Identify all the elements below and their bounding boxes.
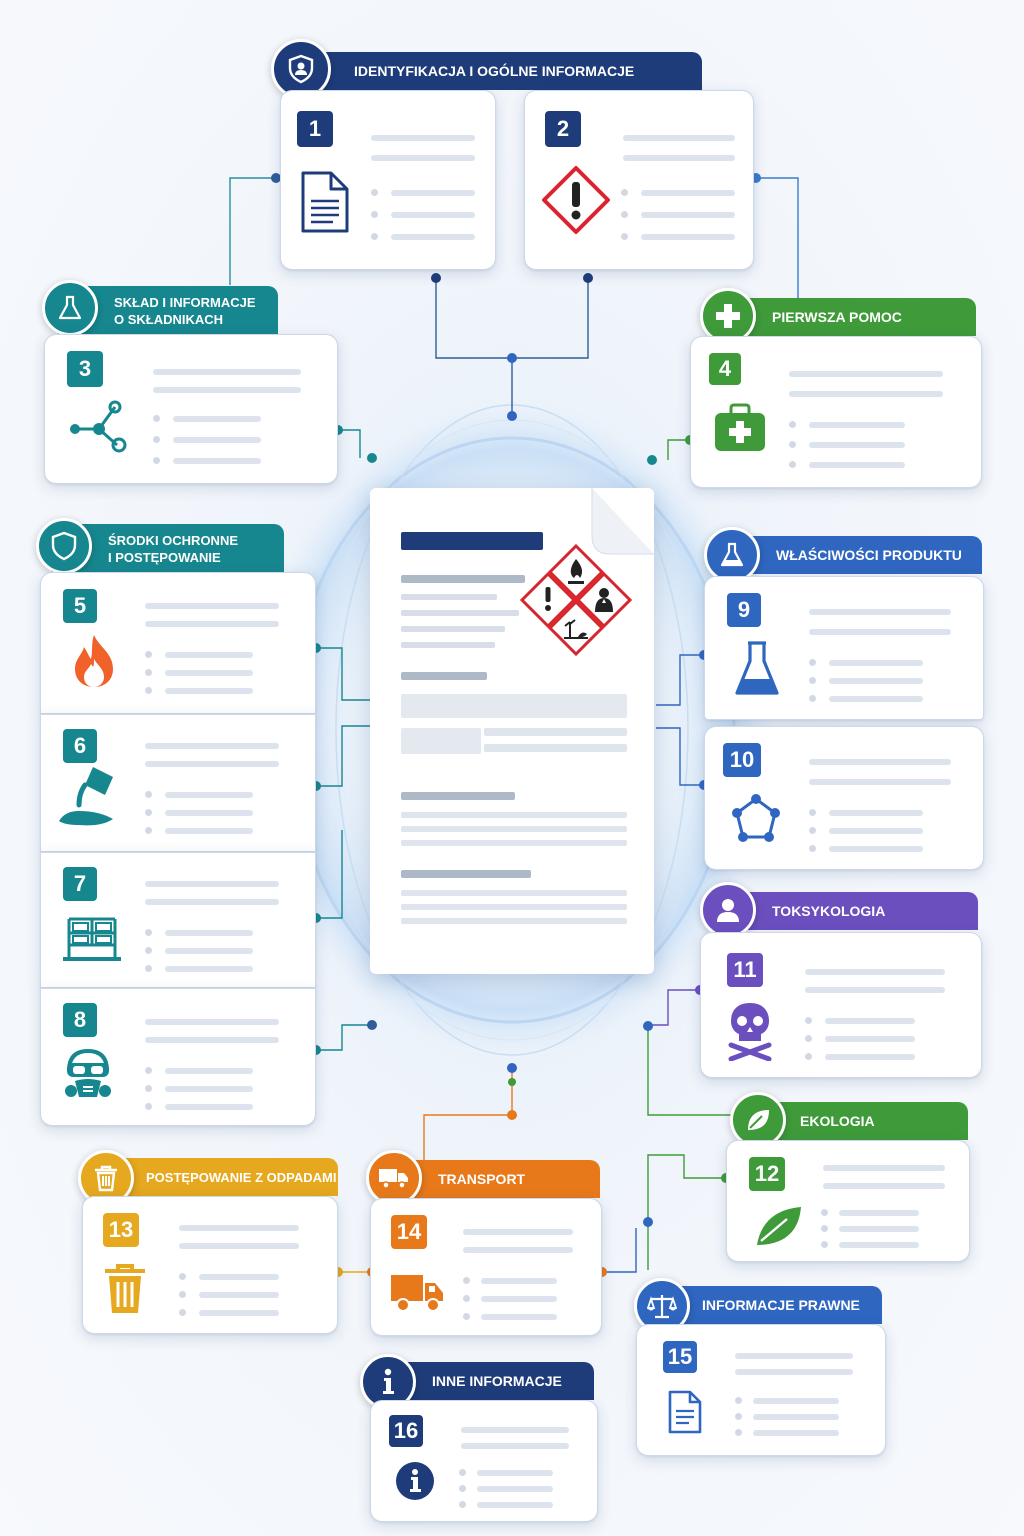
header-identification: IDENTYFIKACJA I OGÓLNE INFORMACJE bbox=[296, 52, 702, 90]
header-waste: POSTĘPOWANIE Z ODPADAMI bbox=[96, 1158, 338, 1196]
skull-icon bbox=[728, 1003, 772, 1061]
sheet-content bbox=[401, 488, 654, 924]
first-aid-title: PIERWSZA POMOC bbox=[772, 308, 902, 325]
properties-title: WŁAŚCIWOŚCI PRODUKTU bbox=[776, 546, 962, 563]
card-section-7[interactable]: 7 bbox=[40, 852, 316, 988]
other-title: INNE INFORMACJE bbox=[432, 1372, 562, 1389]
shield-user-icon bbox=[288, 54, 314, 84]
section-number: 12 bbox=[749, 1157, 785, 1191]
card-section-14[interactable]: 14 bbox=[370, 1198, 602, 1336]
composition-badge bbox=[42, 280, 98, 336]
section-number: 15 bbox=[663, 1341, 697, 1373]
card-section-6[interactable]: 6 bbox=[40, 714, 316, 852]
card-section-2[interactable]: 2 bbox=[524, 90, 754, 270]
protection-badge bbox=[36, 518, 92, 574]
document-icon bbox=[668, 1390, 702, 1434]
composition-title-line1: SKŁAD I INFORMACJE bbox=[114, 295, 256, 310]
section-number: 5 bbox=[63, 589, 97, 623]
identification-title: IDENTYFIKACJA I OGÓLNE INFORMACJE bbox=[354, 62, 635, 79]
molecule-icon bbox=[70, 400, 127, 453]
storage-rack-icon bbox=[63, 917, 121, 961]
card-section-9[interactable]: 9 bbox=[704, 576, 984, 720]
card-section-11[interactable]: 11 bbox=[700, 932, 982, 1078]
truck-icon bbox=[379, 1169, 408, 1189]
card-section-5[interactable]: 5 bbox=[40, 572, 316, 714]
composition-title-line2: O SKŁADNIKACH bbox=[114, 312, 224, 327]
card-section-8[interactable]: 8 bbox=[40, 988, 316, 1126]
trash-icon bbox=[105, 1264, 145, 1313]
info-icon bbox=[383, 1368, 394, 1394]
card-section-15[interactable]: 15 bbox=[636, 1324, 886, 1456]
flask-icon bbox=[735, 641, 779, 695]
molecule-ring-icon bbox=[732, 794, 780, 842]
scales-icon bbox=[647, 1295, 677, 1319]
header-properties: WŁAŚCIWOŚCI PRODUKTU bbox=[720, 536, 982, 574]
section-number: 13 bbox=[103, 1213, 139, 1247]
legal-title: INFORMACJE PRAWNE bbox=[702, 1296, 860, 1313]
header-first-aid: PIERWSZA POMOC bbox=[716, 298, 976, 336]
section-number: 1 bbox=[297, 111, 333, 147]
card-section-3[interactable]: 3 bbox=[44, 334, 338, 484]
transport-title: TRANSPORT bbox=[438, 1170, 526, 1187]
section-number: 10 bbox=[723, 743, 761, 777]
card-section-10[interactable]: 10 bbox=[704, 726, 984, 870]
section-number: 2 bbox=[545, 111, 581, 147]
card-section-13[interactable]: 13 bbox=[82, 1196, 338, 1334]
section-number: 3 bbox=[67, 351, 103, 387]
ecology-title: EKOLOGIA bbox=[800, 1112, 875, 1129]
card-section-1[interactable]: 1 bbox=[280, 90, 496, 270]
section-number: 4 bbox=[709, 353, 741, 385]
section-number: 14 bbox=[391, 1215, 427, 1249]
card-section-4[interactable]: 4 bbox=[690, 336, 982, 488]
properties-badge bbox=[704, 527, 760, 583]
protection-title-line2: I POSTĘPOWANIE bbox=[108, 550, 221, 565]
ghs-pictogram-group bbox=[519, 543, 633, 657]
section-number: 16 bbox=[389, 1415, 423, 1447]
card-section-16[interactable]: 16 bbox=[370, 1400, 598, 1522]
fire-icon bbox=[75, 635, 113, 687]
info-icon bbox=[396, 1462, 434, 1500]
toxicology-title: TOKSYKOLOGIA bbox=[772, 902, 886, 919]
section-number: 8 bbox=[63, 1003, 97, 1037]
document-icon bbox=[301, 171, 349, 233]
card-section-12[interactable]: 12 bbox=[726, 1140, 970, 1262]
header-legal: INFORMACJE PRAWNE bbox=[652, 1286, 882, 1324]
leaf-icon bbox=[748, 1110, 769, 1130]
medical-cross-icon bbox=[716, 304, 740, 328]
spill-icon bbox=[59, 767, 113, 826]
truck-icon bbox=[391, 1275, 443, 1312]
waste-title: POSTĘPOWANIE Z ODPADAMI bbox=[146, 1169, 337, 1185]
flask-icon bbox=[58, 295, 82, 320]
section-number: 11 bbox=[727, 953, 763, 987]
user-icon bbox=[717, 899, 739, 922]
section-number: 6 bbox=[63, 729, 97, 763]
first-aid-kit-icon bbox=[715, 403, 765, 451]
toxicology-badge bbox=[700, 882, 756, 938]
center-safety-data-sheet bbox=[370, 488, 654, 974]
trash-icon bbox=[95, 1165, 117, 1192]
shield-icon bbox=[51, 531, 77, 561]
section-number: 7 bbox=[63, 867, 97, 901]
section-number: 9 bbox=[727, 593, 761, 627]
hazard-exclamation-icon bbox=[542, 166, 610, 234]
leaf-icon bbox=[757, 1207, 801, 1245]
flask-icon bbox=[720, 542, 744, 567]
respirator-mask-icon bbox=[65, 1048, 111, 1097]
header-toxicology: TOKSYKOLOGIA bbox=[716, 892, 978, 930]
protection-title-line1: ŚRODKI OCHRONNE bbox=[108, 533, 239, 548]
